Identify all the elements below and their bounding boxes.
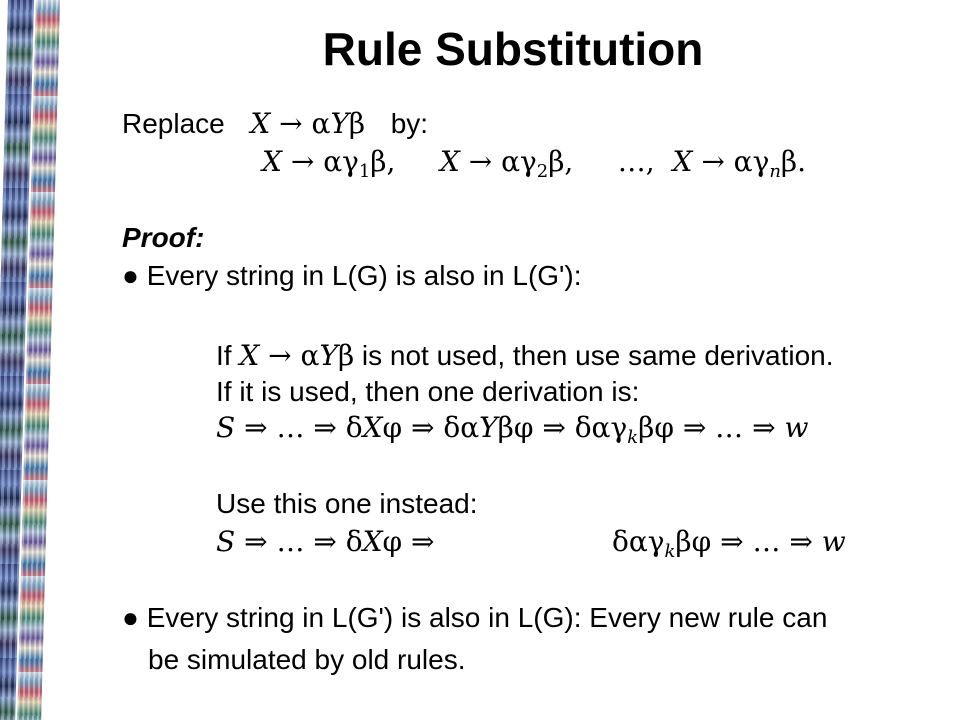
proof-heading: Proof: (122, 222, 205, 253)
bullet-1-text: Every string in L(G) is also in L(G'): (146, 260, 582, 291)
if-not-used-text: is not used, then use same derivation. (361, 340, 834, 371)
bullet-item-2: ● Every string in L(G') is also in L(G):… (122, 602, 827, 634)
use-instead-line: Use this one instead: (216, 488, 478, 519)
if-used-line: If it is used, then one derivation is: (216, 376, 640, 407)
bullet-item-1: ● Every string in L(G) is also in L(G'): (122, 260, 582, 292)
bullet-2-text: Every string in L(G') is also in L(G): E… (146, 602, 828, 633)
replace-label: Replace (122, 108, 225, 139)
bullet-icon: ● (122, 602, 139, 633)
derivation-original: S ⇒ … ⇒ δXφ ⇒ δαYβφ ⇒ δαγkβφ ⇒ … ⇒ w (216, 411, 809, 448)
replacement-rules: X → αγ1β, X → αγ2β, …, X → αγnβ. (262, 145, 807, 182)
slide-title: Rule Substitution (322, 23, 704, 75)
replace-line: Replace X → αYβ by: (122, 107, 429, 140)
derivation-new: S ⇒ … ⇒ δXφ ⇒ (216, 525, 435, 558)
by-label: by: (390, 108, 429, 139)
bullet-icon: ● (122, 260, 139, 291)
if-not-used-line: If X → αYβ is not used, then use same de… (216, 339, 834, 372)
bullet-2-continuation: be simulated by old rules. (148, 644, 466, 675)
derivation-new-tail: δαγkβφ ⇒ … ⇒ w (612, 525, 846, 562)
